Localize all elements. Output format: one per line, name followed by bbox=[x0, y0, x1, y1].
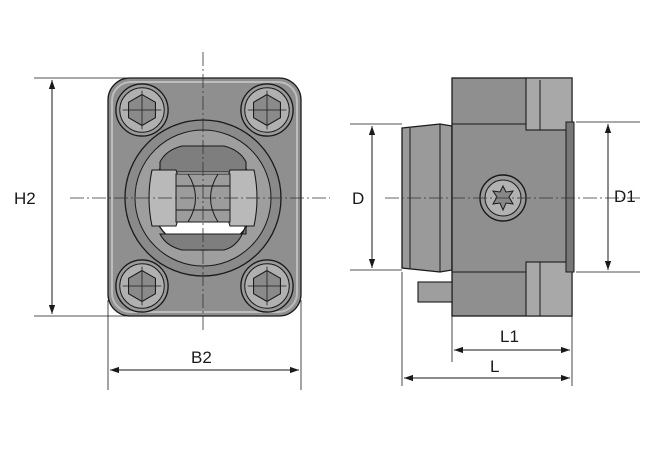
hex-screw-icon-bottom-left bbox=[115, 259, 169, 313]
label-h2: H2 bbox=[14, 189, 36, 208]
dimension-l1: L1 bbox=[451, 316, 573, 386]
dimension-b2: B2 bbox=[107, 300, 302, 390]
label-l1: L1 bbox=[500, 327, 519, 346]
label-l: L bbox=[490, 357, 499, 376]
dimension-l: L bbox=[401, 272, 570, 386]
hex-screw-icon-top-left bbox=[115, 83, 169, 137]
hex-screw-icon-top-right bbox=[240, 83, 294, 137]
label-d: D bbox=[352, 189, 364, 208]
side-view bbox=[385, 77, 640, 317]
dimension-d: D bbox=[350, 123, 402, 271]
label-b2: B2 bbox=[191, 348, 212, 367]
dimension-h2: H2 bbox=[14, 77, 126, 317]
side-locating-pin bbox=[417, 281, 453, 303]
dimension-d1: D1 bbox=[576, 121, 640, 273]
front-view bbox=[70, 52, 330, 330]
label-d1: D1 bbox=[614, 187, 636, 206]
hex-screw-icon-bottom-right bbox=[240, 259, 294, 313]
front-flange-highlight bbox=[111, 81, 298, 313]
